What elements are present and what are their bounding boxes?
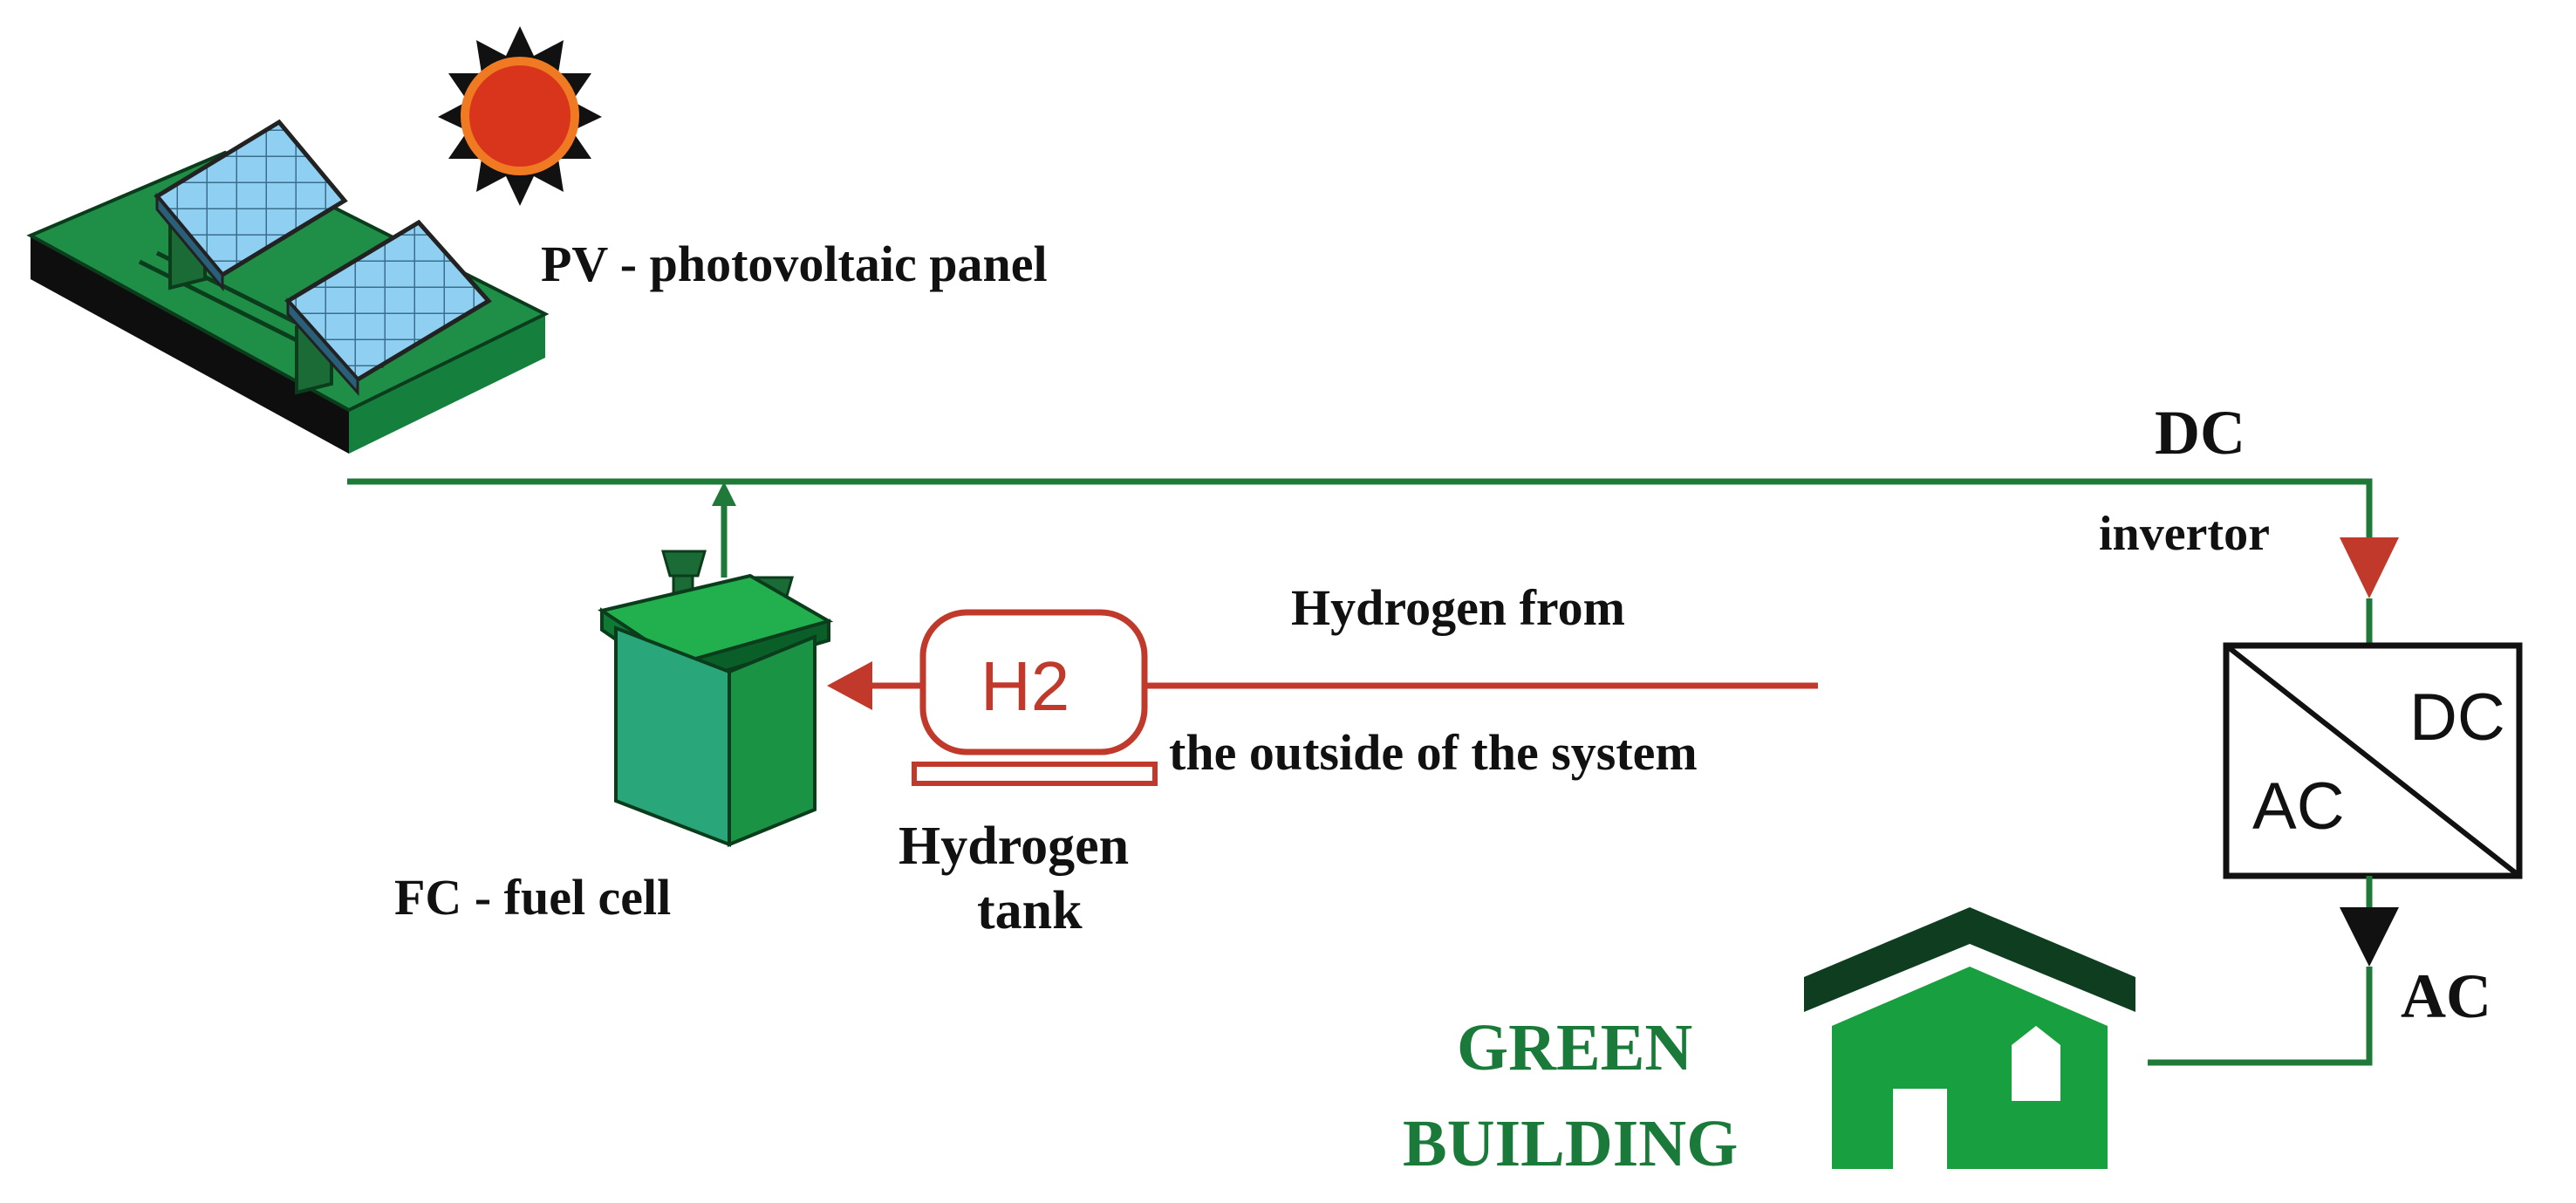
hydrogen-tank-icon bbox=[912, 609, 1158, 786]
green-building-label-line1: GREEN bbox=[1457, 1011, 1692, 1084]
ac-output-line bbox=[2148, 876, 2399, 1066]
pv-label: PV - photovoltaic panel bbox=[541, 236, 1048, 292]
h2-label: H2 bbox=[981, 647, 1069, 725]
dc-bus-line bbox=[347, 478, 2373, 548]
inverter-dc-label: DC bbox=[2409, 680, 2505, 755]
fuel-cell-label: FC - fuel cell bbox=[394, 869, 671, 926]
fuel-cell-icon bbox=[598, 550, 834, 847]
inverter-ac-label: AC bbox=[2252, 769, 2345, 844]
hydrogen-tank-label-line2: tank bbox=[977, 881, 1083, 940]
hydrogen-tank-label-line1: Hydrogen bbox=[899, 817, 1129, 876]
photovoltaic-panel-icon bbox=[26, 119, 550, 454]
fuel-cell-output-arrow bbox=[712, 482, 736, 578]
green-building-label-line2: BUILDING bbox=[1403, 1107, 1738, 1180]
outside-system-label: the outside of the system bbox=[1169, 724, 1698, 781]
hydrogen-supply-line bbox=[827, 661, 1818, 710]
sun-icon bbox=[438, 26, 602, 206]
green-building-icon bbox=[1804, 907, 2135, 1169]
inverter-input-arrow bbox=[2340, 537, 2399, 646]
invertor-label: invertor bbox=[2099, 507, 2270, 561]
hydrogen-from-label: Hydrogen from bbox=[1291, 579, 1625, 636]
dc-bus-label: DC bbox=[2155, 398, 2245, 468]
ac-output-label: AC bbox=[2401, 961, 2491, 1031]
inverter-box bbox=[2223, 642, 2523, 879]
